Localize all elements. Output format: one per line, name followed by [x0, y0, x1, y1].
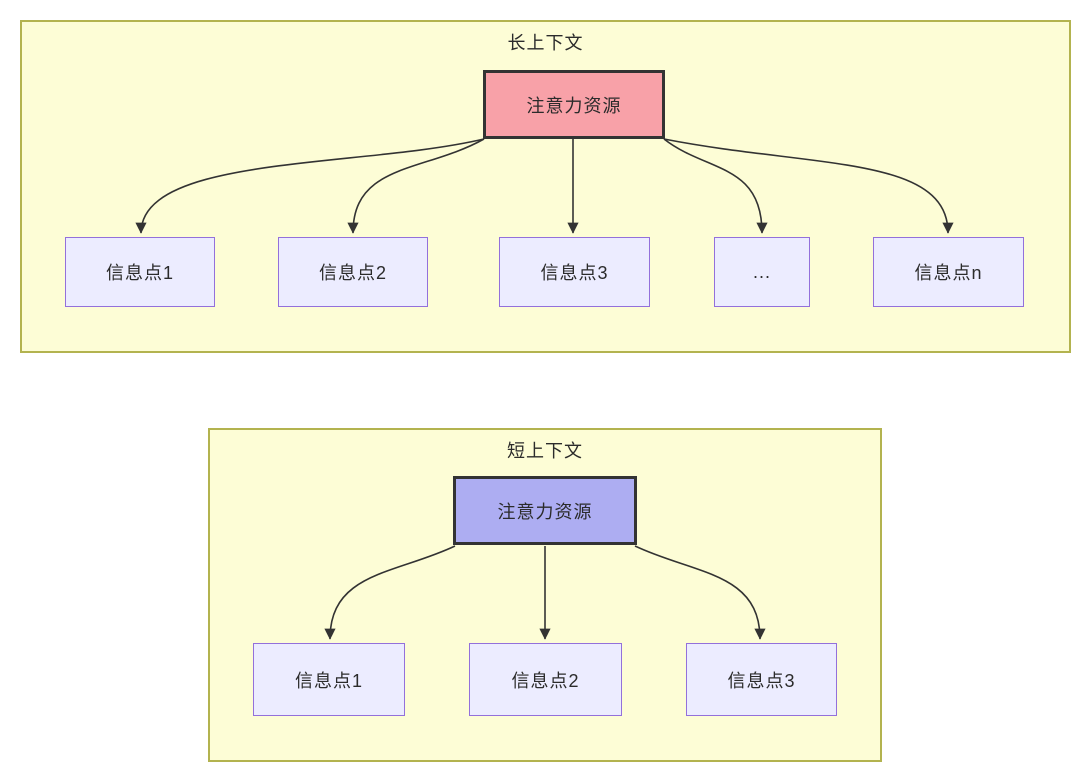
info-node-label: ... [752, 261, 771, 282]
attention-resource-box-short: 注意力资源 [453, 476, 637, 545]
info-node: 信息点3 [686, 643, 837, 716]
info-node: 信息点3 [499, 237, 650, 307]
info-node: 信息点2 [278, 237, 428, 307]
info-node-label: 信息点2 [318, 263, 387, 283]
attention-resource-box-long: 注意力资源 [483, 70, 665, 139]
info-node: 信息点1 [253, 643, 405, 716]
info-node: 信息点2 [469, 643, 622, 716]
info-node-label: 信息点3 [727, 670, 796, 691]
info-node-label: 信息点3 [540, 263, 609, 283]
short-context-title: 短上下文 [507, 441, 583, 461]
long-context-title: 长上下文 [507, 33, 584, 53]
info-node-ellipsis: ... [714, 237, 810, 307]
info-node-label: 信息点2 [511, 670, 580, 691]
info-node-label: 信息点n [914, 263, 983, 283]
info-node-label: 信息点1 [294, 670, 363, 691]
attention-resource-label-long: 注意力资源 [526, 95, 622, 116]
info-node-label: 信息点1 [105, 263, 174, 283]
info-node: 信息点n [873, 237, 1024, 307]
attention-resource-label-short: 注意力资源 [497, 501, 593, 522]
info-node: 信息点1 [65, 237, 215, 307]
